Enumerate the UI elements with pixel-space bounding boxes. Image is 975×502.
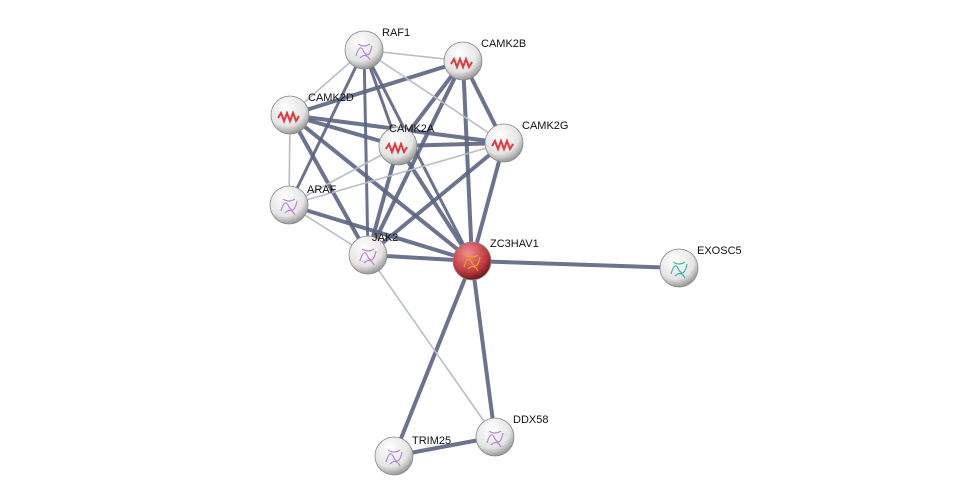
node-bubble[interactable] bbox=[475, 417, 515, 457]
edge-ARAF-ZC3HAV1[interactable] bbox=[288, 203, 473, 263]
node-ZC3HAV1[interactable]: ZC3HAV1 bbox=[452, 238, 539, 281]
node-label: TRIM25 bbox=[412, 435, 451, 447]
node-label: ZC3HAV1 bbox=[490, 238, 539, 250]
protein-structure-icon bbox=[463, 254, 481, 272]
node-bubble[interactable] bbox=[374, 436, 414, 476]
protein-structure-icon bbox=[280, 198, 298, 216]
node-bubble[interactable] bbox=[270, 95, 310, 135]
node-CAMK2A[interactable]: CAMK2A bbox=[378, 123, 435, 166]
edge-CAMK2A-ZC3HAV1[interactable] bbox=[396, 144, 474, 263]
edge-JAK2-DDX58[interactable] bbox=[367, 254, 496, 438]
edge-CAMK2B-ZC3HAV1[interactable] bbox=[461, 60, 474, 262]
node-bubble[interactable] bbox=[378, 126, 418, 166]
node-label: RAF1 bbox=[382, 27, 410, 39]
edge-RAF1-CAMK2G[interactable] bbox=[363, 49, 505, 144]
helix-structure-icon bbox=[385, 141, 408, 155]
edge-ZC3HAV1-TRIM25[interactable] bbox=[392, 260, 474, 457]
node-bubble[interactable] bbox=[452, 241, 492, 281]
edge-ZC3HAV1-DDX58[interactable] bbox=[470, 260, 497, 438]
edge-RAF1-ARAF[interactable] bbox=[287, 49, 366, 206]
edge-CAMK2D-JAK2[interactable] bbox=[288, 114, 370, 256]
node-bubble[interactable] bbox=[443, 41, 483, 81]
node-label: DDX58 bbox=[513, 414, 548, 426]
node-ARAF[interactable]: ARAF bbox=[269, 184, 337, 225]
node-label: JAK2 bbox=[372, 232, 398, 244]
node-bubble[interactable] bbox=[659, 248, 699, 288]
edge-CAMK2B-JAK2[interactable] bbox=[366, 60, 465, 256]
node-bubble[interactable] bbox=[344, 30, 384, 70]
edge-CAMK2G-ZC3HAV1[interactable] bbox=[470, 142, 506, 262]
edge-ARAF-CAMK2G[interactable] bbox=[288, 142, 505, 206]
node-CAMK2G[interactable]: CAMK2G bbox=[484, 120, 568, 163]
helix-structure-icon bbox=[491, 138, 514, 152]
node-label: CAMK2D bbox=[308, 92, 354, 104]
node-CAMK2B[interactable]: CAMK2B bbox=[443, 38, 526, 81]
protein-structure-icon bbox=[359, 248, 377, 266]
node-label: CAMK2G bbox=[522, 120, 568, 132]
node-bubble[interactable] bbox=[484, 123, 524, 163]
protein-structure-icon bbox=[385, 449, 403, 467]
node-label: CAMK2B bbox=[481, 38, 526, 50]
node-label: EXOSC5 bbox=[697, 245, 742, 257]
edge-RAF1-ZC3HAV1[interactable] bbox=[362, 49, 474, 262]
node-bubble[interactable] bbox=[348, 235, 388, 275]
node-TRIM25[interactable]: TRIM25 bbox=[374, 435, 451, 476]
helix-structure-icon bbox=[450, 56, 473, 70]
edge-ZC3HAV1-EXOSC5[interactable] bbox=[471, 259, 680, 270]
node-DDX58[interactable]: DDX58 bbox=[475, 414, 548, 457]
node-label: ARAF bbox=[307, 184, 337, 196]
edge-ARAF-CAMK2A[interactable] bbox=[288, 145, 399, 206]
protein-structure-icon bbox=[670, 261, 688, 279]
node-bubble[interactable] bbox=[269, 185, 309, 225]
protein-structure-icon bbox=[355, 43, 373, 61]
node-CAMK2D[interactable]: CAMK2D bbox=[270, 92, 354, 135]
edge-RAF1-JAK2[interactable] bbox=[362, 49, 370, 256]
protein-structure-icon bbox=[486, 430, 504, 448]
node-JAK2[interactable]: JAK2 bbox=[348, 232, 398, 275]
helix-structure-icon bbox=[277, 110, 300, 124]
node-EXOSC5[interactable]: EXOSC5 bbox=[659, 245, 742, 288]
node-label: CAMK2A bbox=[389, 123, 435, 135]
node-RAF1[interactable]: RAF1 bbox=[344, 27, 410, 70]
